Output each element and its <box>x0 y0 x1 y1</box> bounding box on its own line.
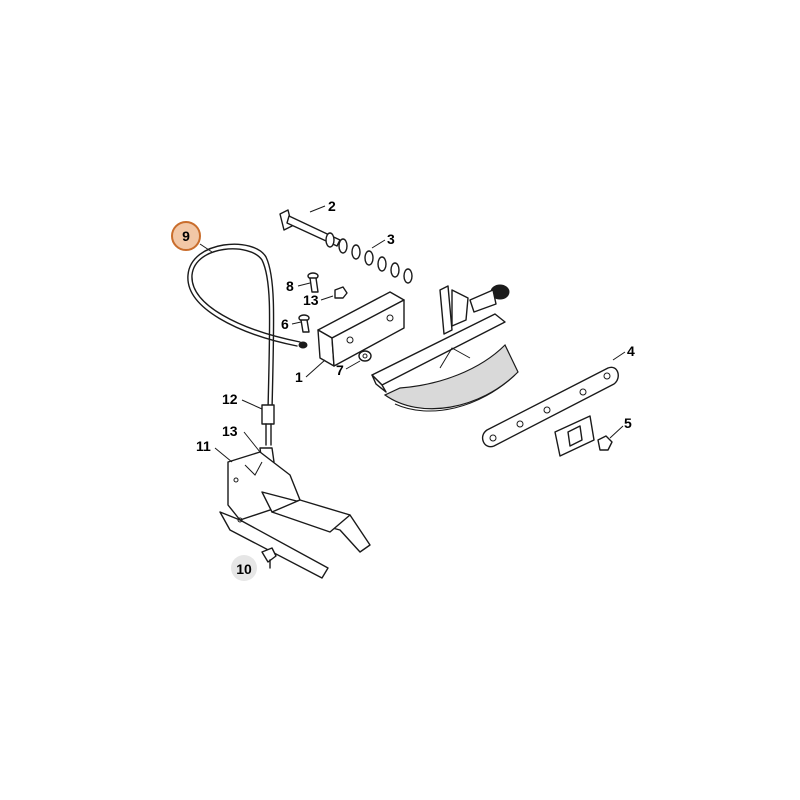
miter-guide-assembly[interactable] <box>371 284 519 412</box>
clamp-plate[interactable] <box>554 415 595 457</box>
washer-part-7[interactable] <box>358 350 372 362</box>
washer-stack-part-3[interactable] <box>325 232 413 284</box>
part-number-9: 9 <box>182 228 190 244</box>
callout-10-faded[interactable]: 10 <box>231 555 257 581</box>
screw-part-6[interactable] <box>298 314 310 333</box>
part-number-12: 12 <box>222 391 238 407</box>
part-number-7: 7 <box>336 362 344 378</box>
flat-bar-part-4[interactable] <box>481 366 619 448</box>
nut-part-5[interactable] <box>597 435 613 451</box>
highlight-circle <box>171 221 201 251</box>
tube-part-1[interactable] <box>317 291 405 367</box>
part-number-13-lower: 13 <box>222 423 238 439</box>
part-number-8: 8 <box>286 278 294 294</box>
cable-part-9[interactable] <box>187 243 308 411</box>
screw-part-8[interactable] <box>307 272 319 293</box>
part-number-11: 11 <box>196 438 211 454</box>
faded-circle <box>231 555 257 581</box>
part-number-3: 3 <box>387 231 395 247</box>
part-number-5: 5 <box>624 415 632 431</box>
callout-9-highlighted[interactable]: 9 <box>171 221 201 251</box>
nut-part-13-upper[interactable] <box>334 286 348 299</box>
part-number-6: 6 <box>281 316 289 332</box>
part-number-10: 10 <box>236 561 252 577</box>
small-part-10[interactable] <box>261 547 277 569</box>
leader-lines <box>199 205 626 463</box>
fitting-part-12[interactable] <box>261 404 275 446</box>
bracket-part-11[interactable] <box>219 451 371 579</box>
part-number-4: 4 <box>627 343 635 359</box>
part-number-1: 1 <box>295 369 303 385</box>
part-number-2: 2 <box>328 198 336 214</box>
part-number-13-upper: 13 <box>303 292 319 308</box>
